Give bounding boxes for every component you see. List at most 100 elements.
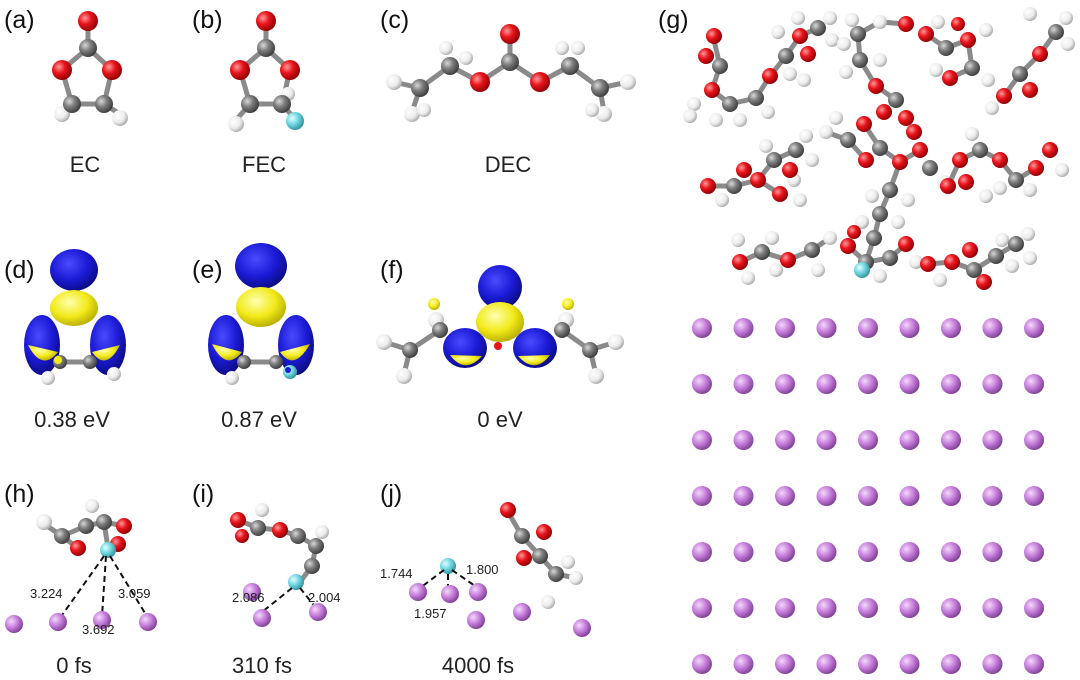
lithium-atom <box>692 486 712 506</box>
lithium-atom <box>816 654 837 674</box>
lithium-atom <box>1024 318 1044 338</box>
lithium-slab <box>692 318 1044 674</box>
lithium-atom <box>733 598 754 618</box>
caption-f: 0 eV <box>477 407 523 432</box>
lithium-atom <box>941 654 961 674</box>
lithium-atom <box>982 542 1003 562</box>
lithium-atom <box>692 374 712 394</box>
lithium-atom <box>816 542 837 562</box>
lithium-atom <box>692 654 712 674</box>
lithium-atom <box>1024 430 1044 450</box>
lithium-atom <box>1024 486 1044 506</box>
lithium-atom <box>899 374 920 394</box>
caption-b: FEC <box>242 152 286 177</box>
panel-label-b: (b) <box>192 6 223 34</box>
lithium-atom <box>899 598 920 618</box>
lithium-atom <box>733 486 754 506</box>
snapshot-4000fs: 1.744 1.800 1.957 <box>380 502 591 637</box>
panel-label-j: (j) <box>380 480 402 508</box>
lithium-atom <box>692 430 712 450</box>
lithium-atom <box>775 318 795 338</box>
lithium-atom <box>692 598 712 618</box>
distance-j-3: 1.957 <box>414 606 447 621</box>
snapshot-310fs: 2.086 2.004 <box>230 503 341 627</box>
caption-a: EC <box>70 152 101 177</box>
lithium-atom <box>733 374 754 394</box>
distance-i-1: 2.086 <box>232 590 265 605</box>
lithium-atom <box>858 542 878 562</box>
dec-orbital <box>376 265 624 384</box>
caption-h: 0 fs <box>56 653 91 678</box>
dec-molecule <box>386 24 636 122</box>
distance-h-3: 3.059 <box>118 586 151 601</box>
electrolyte-cluster <box>683 7 1075 290</box>
lithium-atom <box>775 654 795 674</box>
lithium-atom <box>858 598 878 618</box>
fec-orbital <box>208 243 314 385</box>
lithium-atom <box>816 598 837 618</box>
lithium-atom <box>1024 542 1044 562</box>
lithium-atom <box>982 374 1003 394</box>
lithium-atom <box>982 430 1003 450</box>
lithium-atom <box>982 486 1003 506</box>
caption-c: DEC <box>485 152 532 177</box>
distance-j-1: 1.744 <box>380 566 413 581</box>
lithium-atom <box>899 486 920 506</box>
ec-molecule <box>52 11 128 126</box>
panel-label-i: (i) <box>192 480 214 508</box>
distance-h-2: 3.692 <box>82 622 115 637</box>
lithium-atom <box>982 318 1003 338</box>
panel-label-h: (h) <box>4 480 35 508</box>
distance-j-2: 1.800 <box>466 562 499 577</box>
lithium-atom <box>858 430 878 450</box>
lithium-atom <box>899 654 920 674</box>
lithium-atom <box>941 486 961 506</box>
distance-i-2: 2.004 <box>308 590 341 605</box>
panel-label-f: (f) <box>380 256 404 284</box>
lithium-atom <box>816 486 837 506</box>
lithium-atom <box>775 542 795 562</box>
lithium-atom <box>858 318 878 338</box>
panel-label-d: (d) <box>4 256 35 284</box>
lithium-atom <box>733 654 754 674</box>
snapshot-0fs: 3.224 3.692 3.059 <box>5 499 157 637</box>
lithium-atom <box>1024 654 1044 674</box>
panel-label-e: (e) <box>192 256 223 284</box>
panel-label-c: (c) <box>380 6 409 34</box>
lithium-atom <box>692 542 712 562</box>
lithium-atom <box>899 318 920 338</box>
panel-label-a: (a) <box>4 6 35 34</box>
fec-molecule <box>228 11 304 132</box>
lithium-atom <box>816 374 837 394</box>
distance-h-1: 3.224 <box>30 586 63 601</box>
lithium-atom <box>775 486 795 506</box>
lithium-atom <box>941 318 961 338</box>
ec-orbital <box>24 249 126 385</box>
lithium-atom <box>941 374 961 394</box>
lithium-atom <box>816 318 837 338</box>
lithium-atom <box>899 430 920 450</box>
lithium-atom <box>858 654 878 674</box>
lithium-atom <box>899 542 920 562</box>
panel-label-g: (g) <box>658 6 689 34</box>
lithium-atom <box>816 430 837 450</box>
lithium-atom <box>1024 598 1044 618</box>
lithium-atom <box>1024 374 1044 394</box>
caption-d: 0.38 eV <box>34 407 110 432</box>
lithium-atom <box>775 430 795 450</box>
lithium-atom <box>941 430 961 450</box>
lithium-atom <box>941 598 961 618</box>
lithium-atom <box>982 654 1003 674</box>
lithium-atom <box>775 374 795 394</box>
lithium-atom <box>733 430 754 450</box>
caption-e: 0.87 eV <box>221 407 297 432</box>
lithium-atom <box>858 374 878 394</box>
caption-i: 310 fs <box>232 653 292 678</box>
lithium-atom <box>733 542 754 562</box>
lithium-atom <box>733 318 754 338</box>
caption-j: 4000 fs <box>442 653 514 678</box>
lithium-atom <box>775 598 795 618</box>
lithium-atom <box>941 542 961 562</box>
lithium-atom <box>692 318 712 338</box>
